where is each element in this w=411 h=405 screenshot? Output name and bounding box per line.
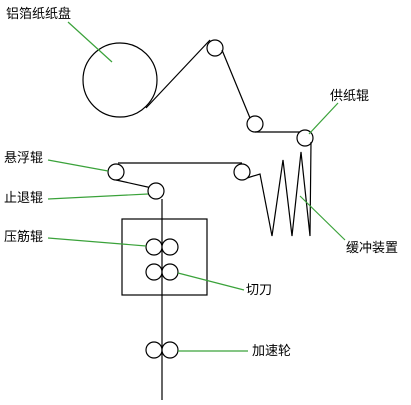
- label-accel-wheel: 加速轮: [252, 344, 291, 359]
- label-stop-back-roller: 止退辊: [4, 191, 43, 206]
- crease-roller-right: [161, 238, 179, 256]
- top-roller: [206, 39, 224, 57]
- cutter-roller-right: [161, 263, 179, 281]
- accel-wheel-right: [161, 341, 179, 359]
- buffer-device-zigzag: [246, 141, 312, 237]
- leader-cutter: [177, 272, 245, 291]
- leader-stop-back-roller: [47, 193, 149, 200]
- leader-foil-reel: [67, 21, 113, 63]
- buffer-roller: [233, 163, 251, 181]
- stop-back-roller: [147, 182, 165, 200]
- foil-path-segment: [145, 39, 211, 109]
- idler-roller: [246, 115, 264, 133]
- leader-supply-roller: [308, 102, 339, 135]
- crease-roller-left: [145, 238, 163, 256]
- leader-crease-roller: [47, 237, 147, 247]
- label-foil-reel: 铝箔纸纸盘: [6, 6, 71, 22]
- cutter-housing: [121, 218, 208, 296]
- label-float-roller: 悬浮辊: [4, 151, 43, 166]
- foil-reel: [82, 42, 158, 118]
- label-crease-roller: 压筋辊: [4, 229, 43, 245]
- accel-wheel-left: [145, 341, 163, 359]
- cutter-roller-left: [145, 263, 163, 281]
- leader-float-roller: [47, 159, 109, 172]
- leader-buffer-device: [299, 195, 346, 241]
- label-cutter: 切刀: [246, 283, 272, 298]
- foil-path-segment: [221, 49, 251, 119]
- float-roller: [107, 163, 125, 181]
- label-supply-roller: 供纸辊: [330, 89, 369, 104]
- foil-path-segment: [115, 179, 153, 189]
- label-buffer-device: 缓冲装置: [346, 241, 398, 256]
